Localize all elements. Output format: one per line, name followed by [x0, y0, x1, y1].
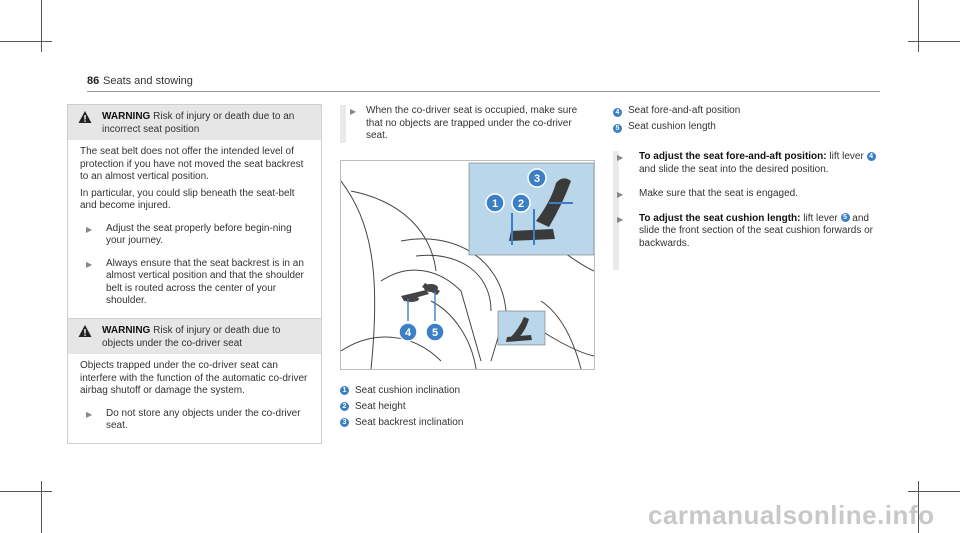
step-text: Make sure that the seat is engaged. — [639, 188, 798, 199]
warning-step: ▶ Do not store any objects under the co-… — [80, 408, 313, 433]
step-arrow-icon: ▶ — [350, 107, 357, 116]
instruction-step: ▶ To adjust the seat cushion length: lif… — [617, 212, 878, 251]
step-arrow-icon: ▶ — [86, 224, 93, 234]
legend-number: 3 — [340, 418, 349, 427]
step-heading: To adjust the seat cushion length: — [639, 212, 801, 224]
step-arrow-icon: ▶ — [86, 259, 93, 269]
warning-box-objects: WARNING Risk of injury or death due to o… — [67, 318, 322, 444]
warning-subtitle: Risk of injury or death due to an incorr… — [102, 111, 295, 135]
legend-text: Seat cushion inclination — [355, 385, 461, 396]
section-title: Seats and stowing — [103, 75, 193, 87]
inline-number-badge: 4 — [866, 151, 876, 161]
legend-text: Seat backrest inclination — [355, 417, 464, 428]
legend-item: 4 Seat fore-and-aft position — [613, 105, 878, 121]
watermark: carmanualsonline.info — [648, 500, 935, 530]
warning-triangle-icon — [78, 111, 92, 123]
warning-step-text: Always ensure that the seat backrest is … — [106, 257, 304, 307]
warning-body: The seat belt does not offer the intende… — [68, 140, 321, 318]
warning-paragraph: The seat belt does not offer the intende… — [80, 146, 304, 182]
legend-number: 4 — [613, 108, 622, 117]
legend-text: Seat height — [355, 401, 406, 412]
instruction-step: ▶ To adjust the seat fore-and-aft positi… — [617, 151, 878, 176]
step-text: lift lever — [829, 151, 864, 162]
warning-paragraph: Objects trapped under the co-driver seat… — [80, 360, 308, 396]
warning-step: ▶ Always ensure that the seat backrest i… — [80, 258, 313, 308]
page-number: 86 — [87, 75, 100, 87]
seat-adjustment-figure: 1 2 3 4 5 — [340, 160, 595, 370]
warning-header: WARNING Risk of injury or death due to a… — [68, 105, 321, 140]
legend-number: 5 — [613, 124, 622, 133]
crop-mark — [908, 41, 960, 42]
legend-item: 2 Seat height — [340, 399, 463, 415]
crop-mark — [41, 481, 42, 533]
legend-number: 2 — [340, 402, 349, 411]
warning-step-text: Adjust the seat properly before begin-ni… — [106, 222, 292, 247]
warning-subtitle: Risk of injury or death due to objects u… — [102, 325, 281, 349]
header-divider — [87, 91, 880, 92]
callout-4: 4 — [398, 322, 418, 342]
callout-5: 5 — [425, 322, 445, 342]
crop-mark — [908, 491, 960, 492]
callout-label: 2 — [518, 198, 524, 210]
step-arrow-icon: ▶ — [86, 409, 93, 419]
column-2: ▶ When the co-driver seat is occupied, m… — [340, 105, 595, 143]
callout-1: 1 — [485, 193, 505, 213]
crop-mark — [0, 41, 52, 42]
instruction-steps: ▶ To adjust the seat fore-and-aft positi… — [613, 151, 878, 270]
legend-item: 1 Seat cushion inclination — [340, 383, 463, 399]
callout-2: 2 — [511, 193, 531, 213]
crop-mark — [918, 481, 919, 533]
seat-illustration: 1 2 3 4 5 — [341, 162, 594, 369]
callout-label: 5 — [432, 327, 438, 339]
step-arrow-icon: ▶ — [617, 214, 624, 224]
step-text: lift lever — [803, 212, 838, 224]
step-text: and slide the front section of the seat … — [639, 212, 874, 249]
warning-step-text: Do not store any objects under the co-dr… — [106, 407, 301, 432]
warning-triangle-icon — [78, 325, 92, 337]
legend-item: 5 Seat cushion length — [613, 121, 878, 137]
step-text: When the co-driver seat is occupied, mak… — [366, 105, 578, 141]
warning-body: Objects trapped under the co-driver seat… — [68, 354, 321, 443]
instruction-step: ▶ When the co-driver seat is occupied, m… — [340, 105, 595, 143]
step-arrow-icon: ▶ — [617, 190, 624, 199]
callout-label: 4 — [405, 327, 412, 339]
inline-number-badge: 5 — [840, 213, 850, 223]
instruction-step: ▶ Make sure that the seat is engaged. — [617, 188, 878, 201]
callout-label: 3 — [534, 173, 540, 185]
legend-text: Seat fore-and-aft position — [628, 105, 741, 116]
warning-box-seat-position: WARNING Risk of injury or death due to a… — [67, 104, 322, 319]
step-text: and slide the seat into the desired posi… — [639, 163, 829, 175]
legend-text: Seat cushion length — [628, 121, 716, 132]
column-3: 4 Seat fore-and-aft position 5 Seat cush… — [613, 105, 878, 270]
callout-3: 3 — [527, 168, 547, 188]
callout-label: 1 — [492, 198, 498, 210]
step-arrow-icon: ▶ — [617, 153, 624, 162]
warning-step: ▶ Adjust the seat properly before begin-… — [80, 223, 313, 248]
figure-legend: 1 Seat cushion inclination 2 Seat height… — [340, 383, 463, 431]
warning-title: WARNING — [102, 325, 151, 336]
crop-mark — [918, 0, 919, 52]
legend-item: 3 Seat backrest inclination — [340, 415, 463, 431]
legend-number: 1 — [340, 386, 349, 395]
warning-title: WARNING — [102, 111, 151, 122]
crop-mark — [41, 0, 42, 52]
warning-paragraph: In particular, you could slip beneath th… — [80, 187, 295, 212]
step-heading: To adjust the seat fore-and-aft position… — [639, 151, 827, 162]
warning-header: WARNING Risk of injury or death due to o… — [68, 319, 321, 354]
crop-mark — [0, 491, 52, 492]
